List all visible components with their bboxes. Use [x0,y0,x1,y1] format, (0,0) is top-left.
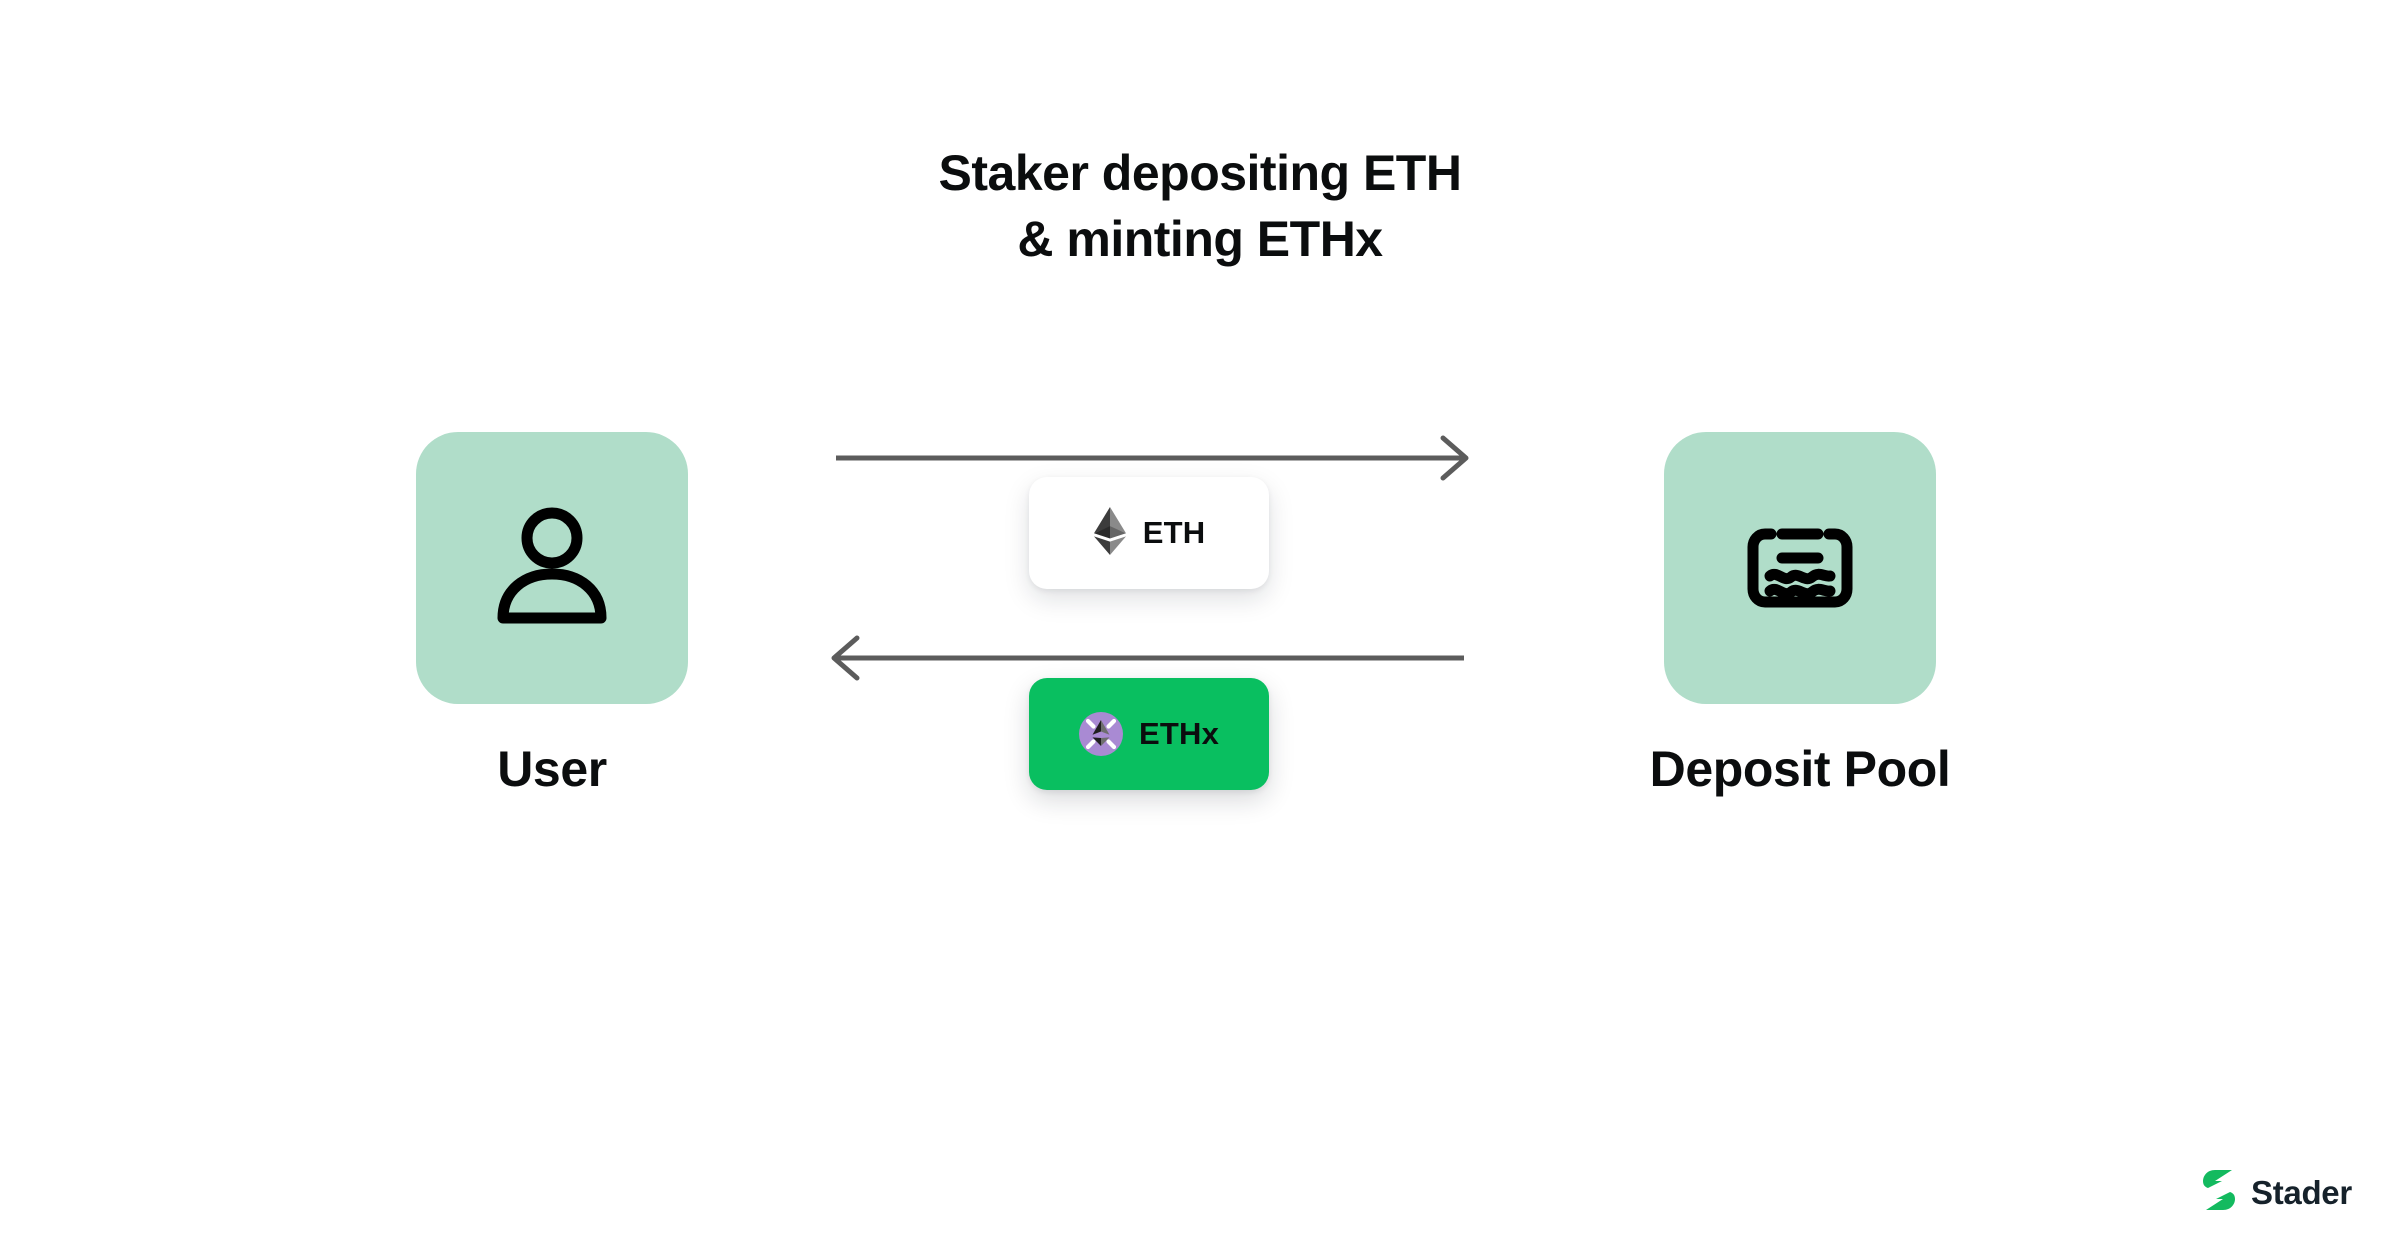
person-icon [477,491,627,646]
brand-logo: Stader [2202,1168,2352,1217]
node-deposit-pool-tile [1664,432,1936,704]
node-deposit-pool: Deposit Pool [1650,432,1951,798]
page-title-line-2: & minting ETHx [1017,211,1383,267]
page-title-line-1: Staker depositing ETH [938,145,1462,201]
pool-icon [1725,491,1875,646]
token-card-eth[interactable]: ETH [1029,477,1269,589]
token-card-ethx[interactable]: ETHx [1029,678,1269,790]
ethx-icon [1078,712,1123,756]
node-user-tile [416,432,688,704]
node-user: User [416,432,688,798]
ethereum-icon [1093,507,1127,559]
arrow-ethx-mint [831,635,1464,681]
brand-name: Stader [2251,1173,2352,1211]
token-label-ethx: ETHx [1138,716,1220,751]
token-label-eth: ETH [1142,515,1206,550]
node-deposit-pool-label: Deposit Pool [1649,741,1951,797]
node-user-label: User [497,741,607,797]
stader-logo-icon [2202,1168,2236,1217]
arrow-eth-deposit [836,435,1469,481]
page-title: Staker depositing ETH & minting ETHx [0,140,2400,272]
